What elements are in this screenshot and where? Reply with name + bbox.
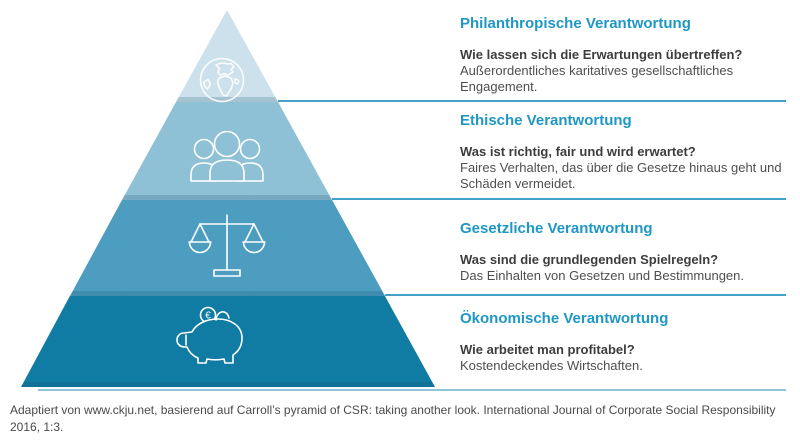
section-legal: Gesetzliche Verantwortung Was sind die g… [460,220,792,284]
people-group-icon [187,130,267,182]
globe-icon [198,56,246,104]
section-ethical: Ethische Verantwortung Was ist richtig, … [460,112,792,192]
section-question: Was ist richtig, fair und wird erwartet? [460,144,696,159]
section-description: Außerordentliches karitatives gesellscha… [460,63,734,94]
section-question: Wie arbeitet man profitabel? [460,342,635,357]
divider-line-2 [332,198,786,200]
divider-line-4 [38,389,786,391]
pyramid-tier-economic [21,296,435,387]
section-title: Ökonomische Verantwortung [460,310,669,327]
footer-attribution: Adaptiert von www.ckju.net, basierend au… [10,403,776,434]
divider-line-3 [385,294,786,296]
scales-icon [187,211,267,279]
section-philanthropic: Philanthropische Verantwortung Wie lasse… [460,15,792,95]
section-economic: Ökonomische Verantwortung Wie arbeitet m… [460,310,792,374]
section-description: Kostendeckendes Wirtschaften. [460,358,643,373]
divider-line-1 [278,100,786,102]
section-description: Faires Verhalten, das über die Gesetze h… [460,160,782,191]
piggy-bank-icon: € [170,305,258,369]
section-description: Das Einhalten von Gesetzen und Bestimmun… [460,268,745,283]
section-question: Wie lassen sich die Erwartungen übertref… [460,47,743,62]
section-title: Gesetzliche Verantwortung [460,220,653,237]
section-question: Was sind die grundlegenden Spielregeln? [460,252,719,267]
svg-text:€: € [205,311,211,322]
section-title: Philanthropische Verantwortung [460,15,691,32]
section-title: Ethische Verantwortung [460,112,632,129]
